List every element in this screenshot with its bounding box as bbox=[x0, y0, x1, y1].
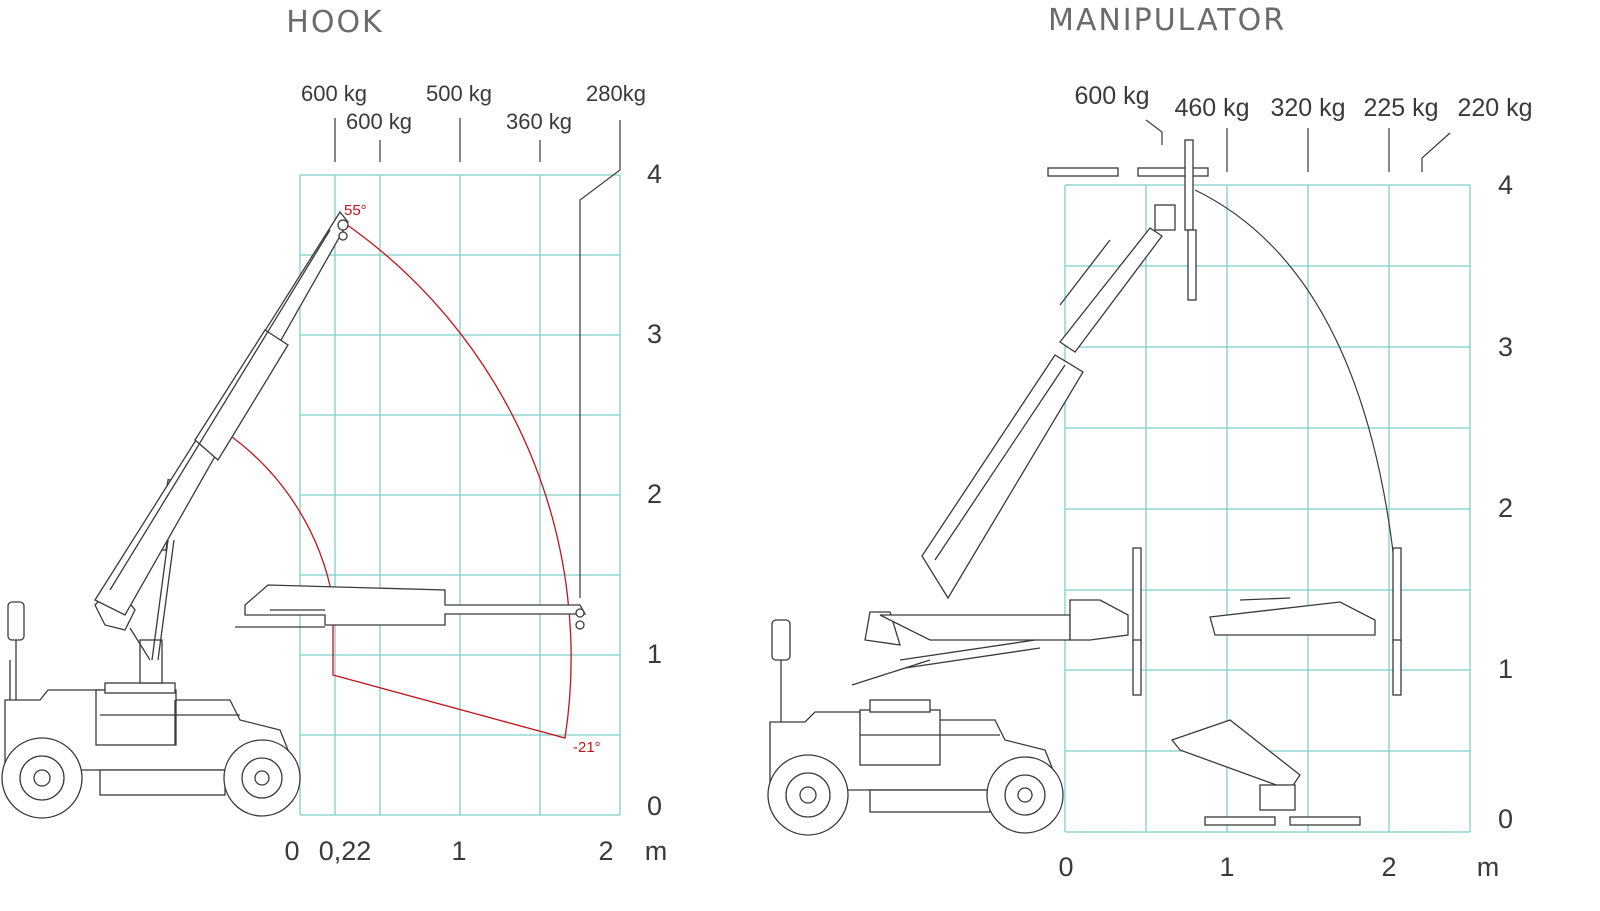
manipulator-chart: MANIPULATOR 600 kg bbox=[767, 3, 1533, 882]
manipulator-title: MANIPULATOR bbox=[1048, 3, 1286, 38]
manipulator-x-tick: 2 bbox=[1381, 852, 1396, 882]
manipulator-y-tick: 0 bbox=[1498, 804, 1513, 834]
hook-load-label: 280kg bbox=[586, 81, 646, 106]
hook-load-label: 500 kg bbox=[426, 81, 492, 106]
hook-y-tick: 4 bbox=[647, 159, 662, 189]
manipulator-y-tick: 4 bbox=[1498, 170, 1513, 200]
hook-grid bbox=[299, 174, 621, 816]
manipulator-load-label: 220 kg bbox=[1457, 94, 1532, 122]
hook-load-label: 600 kg bbox=[346, 109, 412, 134]
manipulator-load-label: 600 kg bbox=[1074, 82, 1149, 110]
manipulator-load-label: 225 kg bbox=[1363, 94, 1438, 122]
hook-x-tick: 2 bbox=[598, 836, 613, 866]
manipulator-load-leaders bbox=[1145, 119, 1451, 172]
manipulator-y-tick: 3 bbox=[1498, 332, 1513, 362]
hook-x-tick: 1 bbox=[451, 836, 466, 866]
hook-angle-min: -21° bbox=[573, 739, 601, 756]
manipulator-x-unit: m bbox=[1477, 852, 1500, 882]
manipulator-load-label: 320 kg bbox=[1270, 94, 1345, 122]
hook-chart: HOOK 600 kg 60 bbox=[1, 5, 668, 866]
manipulator-load-label: 460 kg bbox=[1174, 94, 1249, 122]
manipulator-grid bbox=[1064, 184, 1471, 833]
manipulator-y-tick: 2 bbox=[1498, 493, 1513, 523]
hook-y-tick: 1 bbox=[647, 639, 662, 669]
manipulator-x-tick: 0 bbox=[1058, 852, 1073, 882]
hook-y-tick: 2 bbox=[647, 479, 662, 509]
hook-angle-max: 55° bbox=[344, 202, 367, 219]
hook-load-label: 600 kg bbox=[301, 81, 367, 106]
manipulator-y-tick: 1 bbox=[1498, 654, 1513, 684]
hook-x-tick: 0 bbox=[284, 836, 299, 866]
hook-x-tick: 0,22 bbox=[319, 836, 372, 866]
hook-x-unit: m bbox=[645, 836, 668, 866]
hook-title: HOOK bbox=[286, 5, 383, 40]
manipulator-reach-arc bbox=[1194, 189, 1395, 561]
hook-reach-envelope bbox=[224, 221, 572, 739]
hook-machine bbox=[1, 210, 587, 819]
hook-load-label: 360 kg bbox=[506, 109, 572, 134]
hook-y-tick: 3 bbox=[647, 319, 662, 349]
hook-load-leaders bbox=[334, 118, 621, 598]
hook-y-tick: 0 bbox=[647, 791, 662, 821]
manipulator-machine bbox=[767, 139, 1402, 836]
manipulator-x-tick: 1 bbox=[1219, 852, 1234, 882]
